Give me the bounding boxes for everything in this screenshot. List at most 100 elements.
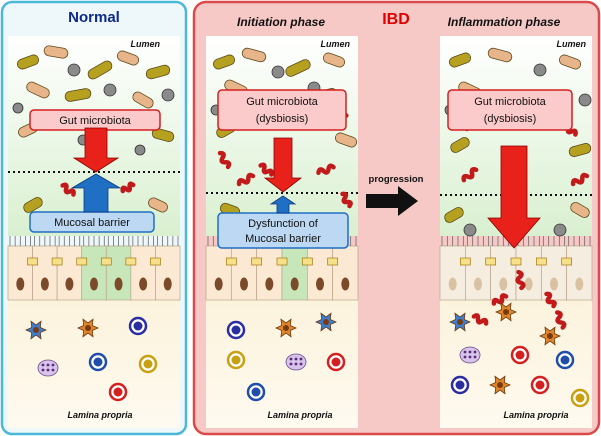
epithelial-cell (332, 245, 359, 301)
pathobiont (236, 172, 256, 187)
bacterium (64, 88, 92, 102)
bacterium (16, 54, 40, 70)
cell-nucleus (40, 277, 49, 291)
pathobiont (258, 162, 274, 177)
epithelial-cell (155, 245, 181, 301)
bacterium (487, 47, 513, 63)
barrier-defense-arrow (70, 173, 122, 213)
bacterium-cocci (67, 63, 81, 77)
bacterium-cocci (271, 65, 285, 79)
initiation-microbiota-label: Gut microbiota (246, 96, 318, 108)
tight-junction (485, 257, 497, 266)
barrier-defense-arrow (269, 195, 297, 214)
bacterium-cocci (103, 83, 117, 97)
tight-junction (327, 257, 339, 266)
goblet-cell (105, 245, 132, 301)
tight-junction (561, 257, 573, 266)
normal-panel (7, 36, 181, 428)
pathobiont (555, 310, 567, 330)
epithelial-cell (515, 245, 542, 301)
bacterium (151, 128, 175, 142)
initiation-dysbiosis-label: (dysbiosis) (256, 113, 309, 125)
bacterium (23, 197, 43, 213)
cell-nucleus (448, 277, 457, 291)
epithelial-cell (130, 245, 156, 301)
progression-arrow (366, 186, 418, 216)
bacterium (322, 52, 346, 68)
inflammation-microbiota-label: Gut microbiota (474, 96, 546, 108)
bacterium (334, 132, 358, 148)
cell-nucleus (575, 277, 584, 291)
inflammation-dysbiosis-label: (dysbiosis) (484, 113, 537, 125)
epithelial-cell (32, 245, 58, 301)
cell-nucleus (550, 277, 558, 291)
bacterium (132, 91, 154, 109)
cell-nucleus (65, 277, 74, 291)
cell-nucleus (474, 277, 482, 291)
epithelial-cell (205, 245, 232, 301)
initiation-barrier-label-1: Dysfunction of (248, 218, 319, 230)
microbiota-pressure-arrow (263, 137, 303, 193)
tight-junction (510, 257, 522, 266)
tight-junction (27, 257, 38, 266)
ibd-title: IBD (382, 11, 410, 28)
epithelial-cell (439, 245, 466, 301)
bacterium (116, 50, 140, 66)
bacterium (212, 54, 236, 70)
bacterium (43, 45, 69, 59)
epithelial-cell (540, 245, 568, 301)
microbiota-pressure-arrow (487, 145, 541, 249)
mast-cell (37, 359, 59, 377)
epithelial-cell (464, 245, 492, 301)
epithelial-cell (566, 245, 593, 301)
bacterium-cocci (12, 102, 24, 114)
inflammation-title: Inflammation phase (448, 15, 561, 29)
pathobiont (461, 167, 479, 183)
goblet-cell (81, 245, 107, 301)
cell-nucleus (316, 277, 324, 291)
pathobiont (515, 269, 526, 291)
tight-junction (225, 257, 237, 266)
cell-nucleus (290, 277, 299, 291)
normal-lamina-label: Lamina propria (67, 410, 132, 420)
bacterium-cocci (161, 88, 175, 102)
bacterium (568, 143, 592, 157)
cell-nucleus (16, 277, 25, 291)
pathobiont (570, 172, 590, 187)
initiation-microbiota-box (217, 89, 347, 131)
cell-nucleus (499, 277, 508, 291)
pathobiont (60, 182, 76, 197)
tight-junction (535, 257, 547, 266)
cell-nucleus (341, 277, 350, 291)
bacterium-cocci (578, 93, 592, 107)
bacterium-cocci (553, 223, 567, 237)
tight-junction (100, 257, 112, 266)
tight-junction (125, 257, 137, 266)
tight-junction (51, 257, 63, 266)
cell-nucleus (114, 277, 123, 291)
bacterium (241, 47, 267, 63)
tight-junction (276, 257, 288, 266)
pathobiont (217, 150, 232, 170)
cell-nucleus (139, 277, 148, 291)
pathobiont (120, 181, 136, 194)
pathobiont (471, 313, 489, 326)
initiation-lamina-label: Lamina propria (267, 410, 332, 420)
pathobiont (491, 293, 509, 306)
cell-nucleus (240, 277, 248, 291)
normal-title: Normal (68, 9, 120, 26)
cell-nucleus (265, 277, 274, 291)
goblet-cell (281, 245, 308, 301)
cell-nucleus (163, 277, 172, 291)
bacterium (145, 64, 171, 80)
tight-junction (150, 257, 161, 266)
bacterium (444, 207, 464, 223)
tight-junction (76, 257, 88, 266)
epithelial-cell (230, 245, 258, 301)
mast-cell (459, 346, 481, 364)
epithelial-cell (306, 245, 334, 301)
microbiota-pressure-arrow (72, 127, 120, 173)
inflammation-lumen-label: Lumen (556, 39, 586, 49)
inflammation-microbiota-box (447, 89, 573, 131)
bacterium (87, 60, 113, 80)
